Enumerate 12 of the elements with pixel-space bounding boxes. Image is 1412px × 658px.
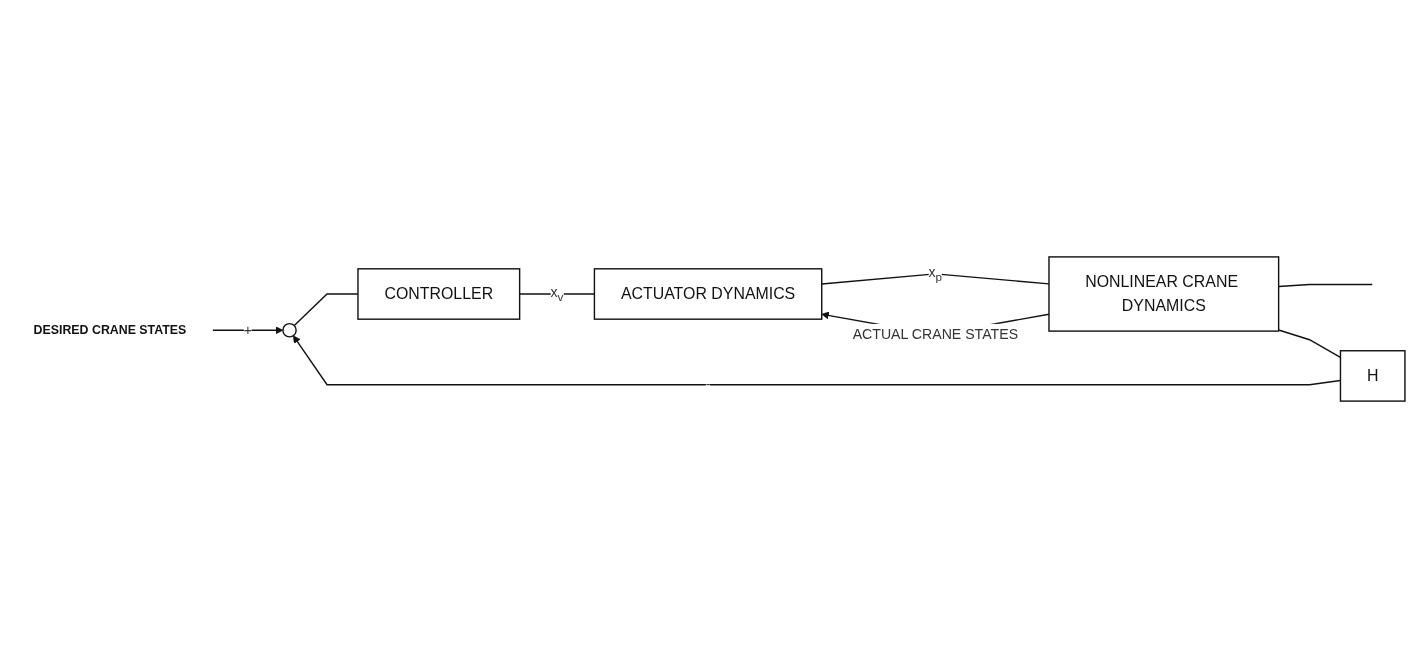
arrow	[212, 326, 284, 335]
edge-label: ACTUAL CRANE STATES	[852, 326, 1019, 342]
node-box: CONTROLLER	[357, 268, 521, 320]
edge-label: +	[243, 322, 252, 338]
edge-label: x$_{v}$	[550, 284, 564, 304]
node-circle	[282, 322, 297, 338]
edge-label: x$_{p}$	[928, 264, 943, 284]
node-text: DESIRED CRANE STATES	[33, 322, 187, 337]
edge-label: -	[705, 376, 711, 392]
node-box: ACTUATOR DYNAMICS	[593, 268, 823, 320]
node-box: NONLINEAR CRANE DYNAMICS	[1048, 256, 1280, 332]
node-box: H	[1339, 350, 1406, 402]
